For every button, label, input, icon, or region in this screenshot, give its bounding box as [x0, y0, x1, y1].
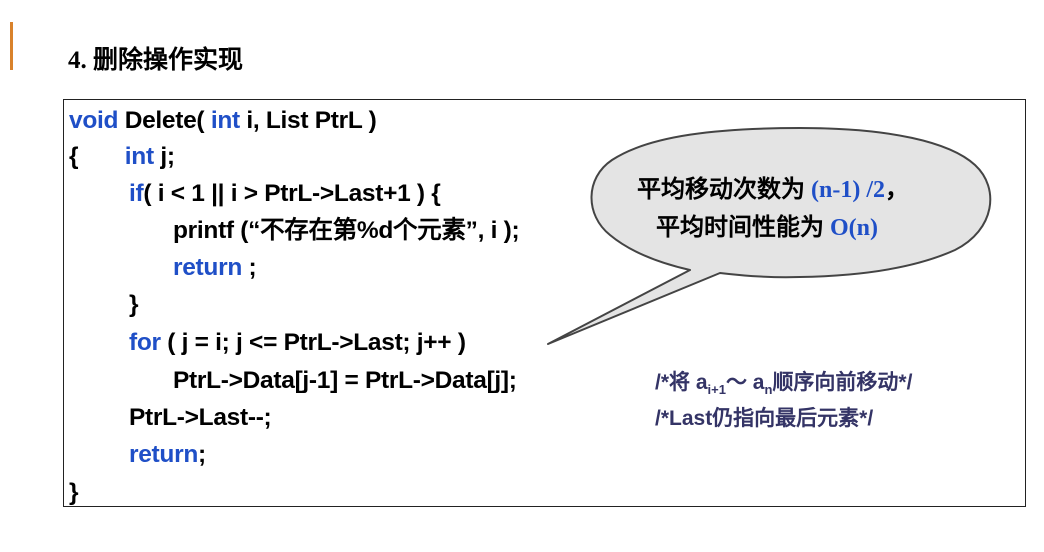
callout-text: ， — [885, 177, 909, 203]
comment-text: /*将 a — [655, 371, 708, 394]
keyword-return: return — [173, 254, 242, 281]
comment-shift: /*将 ai+1～ an顺序向前移动*/ — [655, 372, 912, 396]
if-condition: ( i < 1 || i > PtrL->Last+1 ) { — [143, 180, 441, 207]
open-brace: { — [69, 143, 79, 170]
keyword-for: for — [129, 329, 161, 356]
code-line-11: } — [69, 479, 79, 506]
close-brace: } — [129, 291, 139, 318]
printf-statement: printf (“不存在第%d个元素”, i ); — [173, 217, 520, 244]
callout-line-2: 平均时间性能为 O(n) — [656, 216, 878, 240]
code-line-10: return; — [129, 441, 206, 468]
return-semicolon: ; — [198, 441, 206, 468]
keyword-int: int — [210, 107, 240, 134]
keyword-if: if — [129, 180, 144, 207]
slide-accent-bar — [10, 22, 13, 70]
callout-highlight: (n-1) /2 — [811, 177, 885, 203]
return-semicolon: ; — [248, 254, 257, 281]
code-line-6: } — [129, 291, 139, 318]
callout-highlight: O(n) — [830, 215, 878, 241]
keyword-int: int — [124, 143, 154, 170]
comment-last: /*Last仍指向最后元素*/ — [655, 407, 874, 430]
code-line-5: return ; — [173, 254, 257, 281]
comment-subscript: n — [764, 382, 773, 397]
code-line-4: printf (“不存在第%d个元素”, i ); — [173, 217, 520, 244]
keyword-void: void — [69, 107, 119, 134]
comment-text: ～ a — [725, 371, 765, 394]
comment-subscript: i+1 — [707, 382, 726, 397]
var-decl: j; — [160, 143, 175, 170]
code-line-8: PtrL->Data[j-1] = PtrL->Data[j]; — [173, 367, 517, 394]
callout-text: 平均移动次数为 — [637, 177, 811, 203]
code-line-3: if( i < 1 || i > PtrL->Last+1 ) { — [129, 180, 441, 207]
comment-text: 顺序向前移动*/ — [772, 371, 913, 394]
keyword-return: return — [129, 441, 198, 468]
params: i, List PtrL ) — [246, 107, 377, 134]
decrement-statement: PtrL->Last--; — [129, 404, 272, 431]
callout-text: 平均时间性能为 — [656, 215, 830, 241]
code-line-9: PtrL->Last--; — [129, 404, 272, 431]
shift-statement: PtrL->Data[j-1] = PtrL->Data[j]; — [173, 367, 517, 394]
code-line-1: void Delete( int i, List PtrL ) — [69, 107, 377, 134]
close-brace: } — [69, 479, 79, 506]
code-line-2: { int j; — [69, 143, 175, 170]
slide-title: 4. 删除操作实现 — [68, 47, 244, 74]
for-header: ( j = i; j <= PtrL->Last; j++ ) — [167, 329, 466, 356]
code-line-7: for ( j = i; j <= PtrL->Last; j++ ) — [129, 329, 466, 356]
callout-line-1: 平均移动次数为 (n-1) /2， — [637, 178, 909, 202]
function-name: Delete( — [124, 107, 205, 134]
